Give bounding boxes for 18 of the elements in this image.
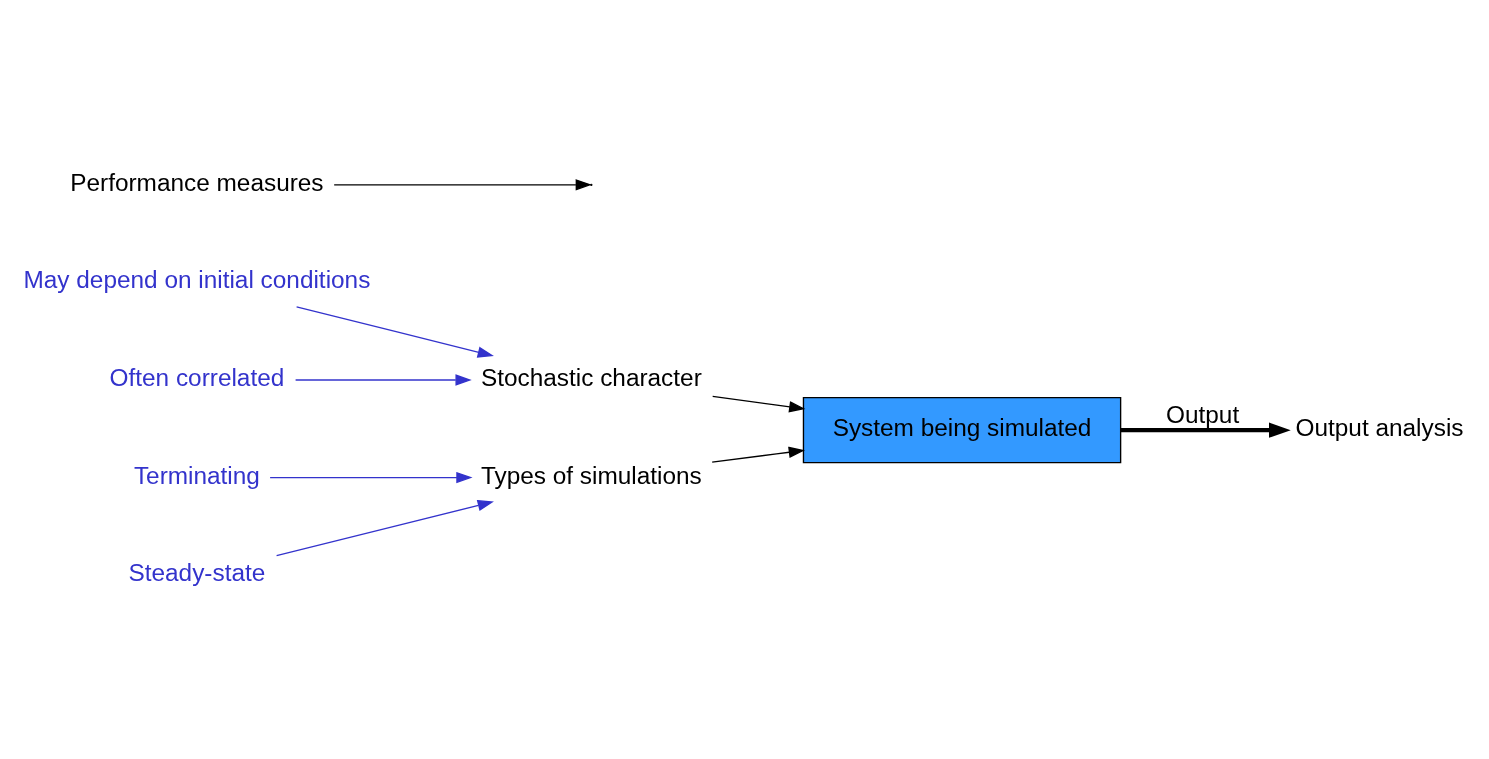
node-text: May depend on initial conditions [23,265,371,293]
arrow [295,305,494,358]
arrow [269,471,473,483]
arrow [333,178,592,190]
arrow [711,446,805,463]
arrow [275,499,494,556]
node-text: Often correlated [109,363,285,391]
arrow [294,373,472,386]
node-text: Terminating [133,461,260,489]
arrow [1120,422,1291,438]
node-box: System being simulated [802,396,1122,463]
node-text: Performance measures [70,168,324,196]
arrow [712,395,806,412]
node-text: Output analysis [1295,413,1464,441]
node-text: Stochastic character [480,363,702,391]
node-text: Types of simulations [480,461,702,489]
node-text: Steady-state [128,558,266,586]
edge-label: Output [1166,400,1240,428]
